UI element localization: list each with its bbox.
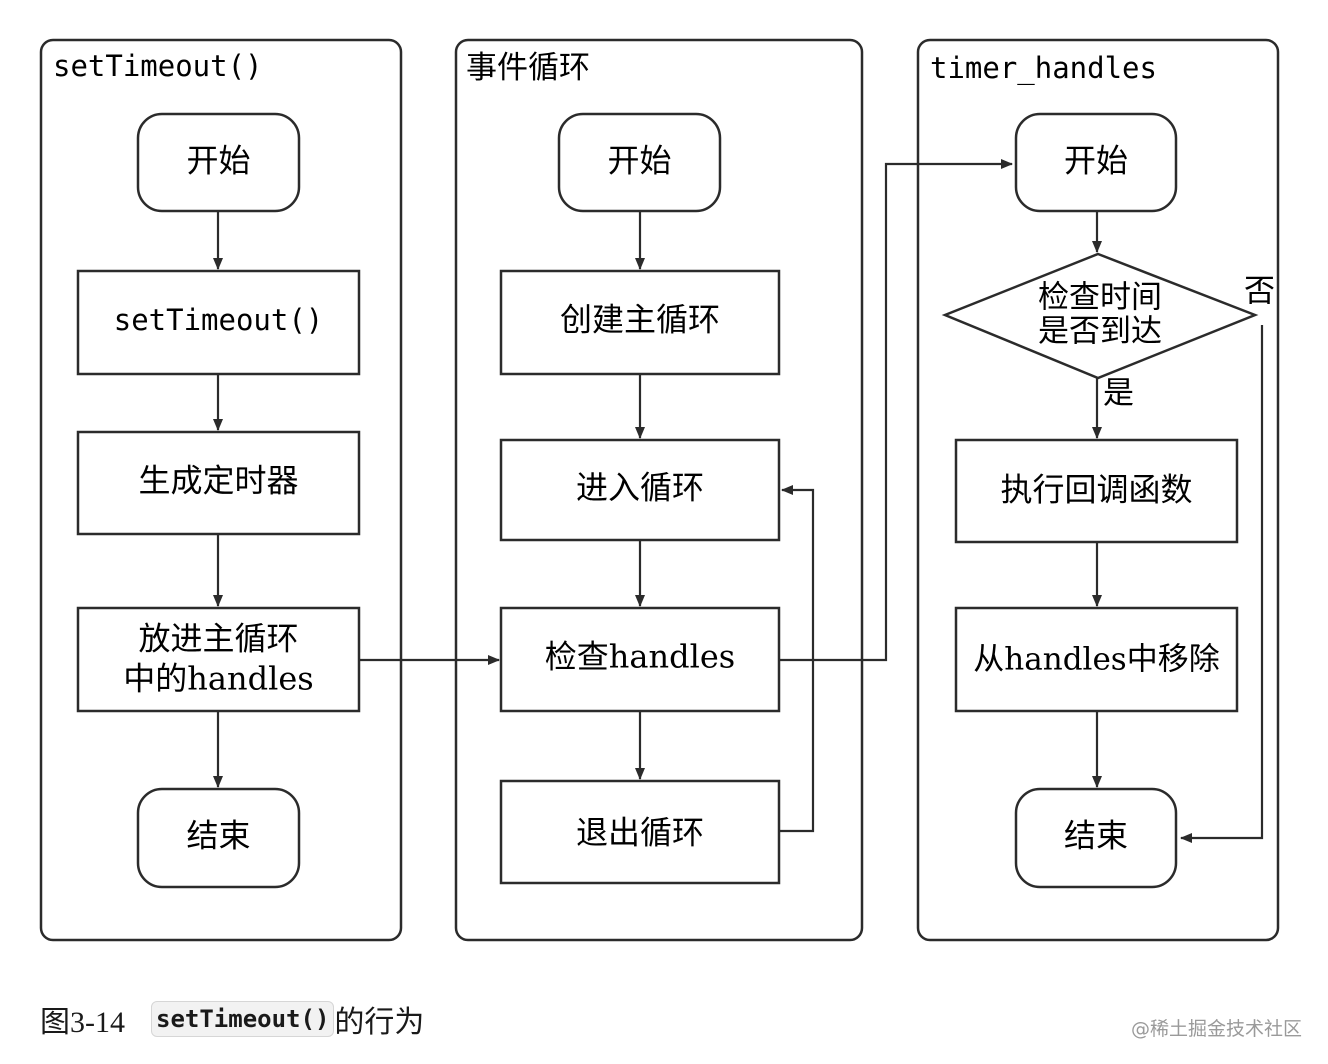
timer-start-label: 开始	[1064, 142, 1128, 180]
check-time-label-line1: 检查时间	[1038, 280, 1162, 316]
remove-handle-node	[954, 606, 1239, 713]
lane-timer-handles-title: timer_handles	[930, 51, 1157, 86]
decision-yes-label: 是	[1103, 376, 1134, 412]
remove-handle-label: 从handles中移除	[973, 642, 1219, 678]
enter-loop-node	[499, 438, 781, 542]
decision-no-label: 否	[1244, 274, 1275, 310]
figure-number: 图3-14	[40, 1006, 125, 1039]
check-time-label-line2: 是否到达	[1038, 314, 1162, 350]
caption-text: 的行为	[334, 1005, 425, 1040]
run-callback-label: 执行回调函数	[1000, 471, 1192, 509]
figure-caption: 图3-14 setTimeout() 的行为	[40, 996, 424, 1042]
timer-end-label: 结束	[1064, 817, 1128, 855]
lane-event-loop: 事件循环 开始 创建主循环 进入循环 检查handles 退出循环	[454, 38, 864, 942]
settimeout-end-node	[136, 787, 301, 889]
event-loop-start-label: 开始	[607, 142, 671, 180]
watermark: @稀土掘金技术社区	[1130, 1018, 1302, 1040]
edge-check-handles-to-timer-start	[779, 159, 1013, 662]
create-main-loop-node	[499, 269, 781, 376]
edge-decision-no-to-end	[1180, 325, 1264, 843]
lane-settimeout-title: setTimeout()	[53, 49, 263, 83]
create-timer-node	[76, 430, 361, 536]
settimeout-call-label: setTimeout()	[114, 303, 324, 337]
lane-settimeout: setTimeout() 开始 setTimeout() 生成定时器 放进主循环…	[39, 38, 403, 942]
exit-loop-label: 退出循环	[576, 814, 704, 852]
run-callback-node	[954, 438, 1239, 544]
settimeout-end-label: 结束	[186, 817, 250, 855]
enter-loop-label: 进入循环	[576, 469, 704, 507]
put-into-handles-label-line1: 放进主循环	[138, 620, 298, 658]
lane-timer-handles: timer_handles 开始 检查时间 是否到达 是 否 执行回调函数 从h…	[916, 38, 1280, 942]
caption-code: setTimeout()	[151, 1001, 335, 1037]
exit-loop-node	[499, 779, 781, 885]
put-into-handles-label-line2: 中的handles	[123, 660, 313, 698]
create-timer-label: 生成定时器	[138, 462, 298, 500]
timer-end-node	[1014, 787, 1178, 889]
check-handles-label: 检查handles	[545, 638, 735, 676]
create-main-loop-label: 创建主循环	[560, 301, 720, 339]
settimeout-start-label: 开始	[186, 142, 250, 180]
lane-event-loop-title: 事件循环	[466, 50, 590, 86]
